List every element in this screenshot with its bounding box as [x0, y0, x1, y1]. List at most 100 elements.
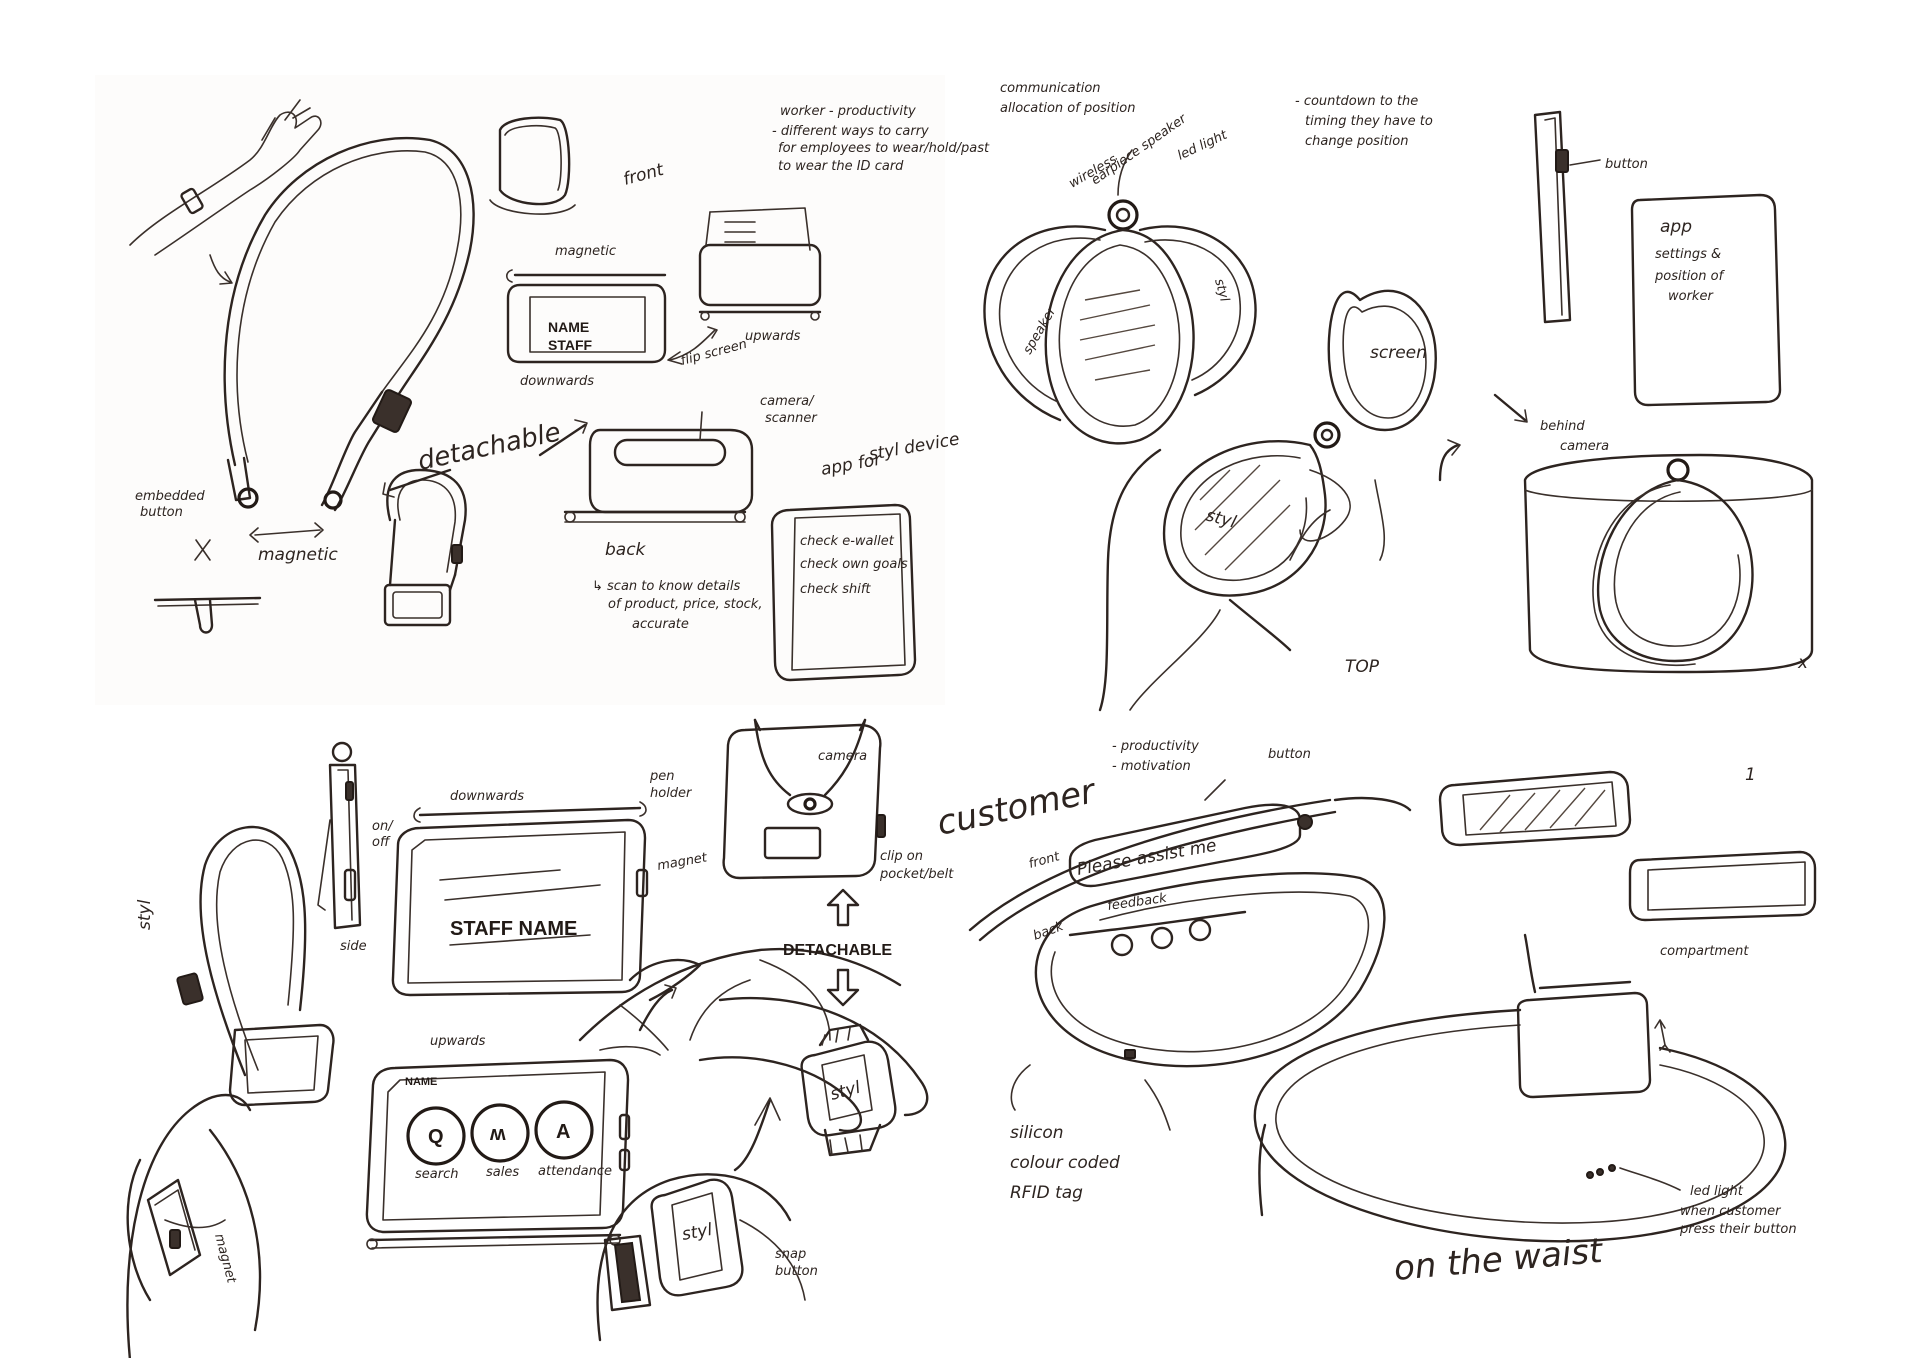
wrist-hand-sketch	[129, 99, 322, 285]
mark-one: 1	[1745, 765, 1756, 785]
badge-staff-name: STAFF NAME	[450, 918, 577, 940]
note-scan-1: ↳ scan to know details	[592, 579, 740, 594]
note-scan-3: accurate	[632, 617, 689, 632]
clip-device-camera-sketch	[722, 718, 886, 880]
note-scan-2: of product, price, stock,	[608, 597, 762, 612]
magnetic-clip-sketch	[153, 522, 324, 634]
label-attendance: attendance	[538, 1164, 612, 1179]
app-check-goals: check own goals	[800, 557, 908, 572]
label-magnetic-top: magnetic	[555, 244, 616, 259]
label-detachable-bl: DETACHABLE	[783, 942, 892, 959]
app-check-ewallet: check e-wallet	[800, 534, 895, 549]
app-check-shift: check shift	[800, 582, 871, 597]
label-styl-wrist: styl	[680, 1220, 714, 1245]
label-embedded-2: button	[140, 505, 183, 520]
glyph-attendance: A	[556, 1121, 570, 1143]
label-side: side	[340, 939, 367, 954]
label-top: TOP	[1345, 657, 1380, 677]
label-search: search	[415, 1167, 458, 1182]
label-embedded-1: embedded	[135, 489, 205, 504]
note-silicon: silicon	[1010, 1123, 1064, 1143]
note-carry-1: - different ways to carry	[772, 124, 929, 139]
label-on-off-2: off	[372, 835, 391, 850]
label-led-light: led light	[1175, 127, 1230, 163]
badge-staff-text: STAFF	[548, 337, 593, 353]
styl-teardrop-sketch	[983, 149, 1257, 445]
label-flip-screen: flip screen	[679, 337, 748, 369]
label-sales: sales	[486, 1165, 519, 1180]
small-badge-pouch-sketch	[382, 419, 588, 627]
label-compartment: compartment	[1660, 944, 1749, 959]
note-carry-3: to wear the ID card	[778, 159, 904, 174]
label-styl-side: styl	[1211, 277, 1232, 304]
note-allocation: allocation of position	[1000, 101, 1135, 116]
label-styl-strap: styl	[135, 899, 155, 930]
label-button-br: button	[1268, 747, 1311, 762]
label-front: front	[621, 160, 667, 190]
label-back-br: back	[1031, 919, 1066, 944]
label-holder: holder	[650, 786, 693, 801]
badge-name-text: NAME	[548, 319, 589, 335]
app-card-line-4: worker	[1668, 289, 1714, 304]
note-countdown-3: change position	[1305, 134, 1408, 149]
flip-screen-device-sketch	[505, 207, 822, 365]
label-snap: snap	[775, 1247, 806, 1262]
pen-side-view-sketch	[317, 741, 362, 930]
detachable-arrows-sketch	[826, 888, 860, 1007]
label-press-button: press their button	[1679, 1222, 1797, 1237]
label-styl-device: styl device	[867, 429, 961, 465]
back-device-sketch	[563, 411, 754, 523]
label-behind: behind	[1540, 419, 1585, 434]
mark-x: x	[1797, 653, 1809, 673]
hand-holding-styl-sketch	[1098, 289, 1528, 712]
front-device-sketch	[489, 116, 576, 215]
label-behind-camera: camera	[1560, 439, 1609, 454]
label-on-the-waist: on the waist	[1392, 1231, 1605, 1289]
label-customer: customer	[934, 771, 1101, 844]
label-styl-watch: styl	[828, 1078, 863, 1105]
note-colour-coded: colour coded	[1010, 1153, 1120, 1173]
note-countdown-1: - countdown to the	[1295, 94, 1418, 109]
glyph-search: Q	[428, 1126, 444, 1148]
label-upwards: upwards	[745, 329, 801, 344]
label-pen: pen	[649, 769, 675, 784]
app-card-line-3: position of	[1654, 269, 1726, 284]
label-on-off-1: on/	[372, 819, 394, 834]
label-downwards: downwards	[520, 374, 594, 389]
label-camera-scanner-1: camera/	[760, 394, 815, 409]
watch-arm-sketch	[698, 996, 929, 1157]
behind-camera-sketch	[1523, 453, 1814, 674]
label-led-light-br: led light	[1690, 1184, 1744, 1199]
styl-lanyard-neck-sketch	[126, 825, 335, 1358]
menu-badge-name: NAME	[405, 1076, 437, 1088]
note-worker-productivity: worker - productivity	[780, 104, 916, 119]
label-screen: screen	[1370, 343, 1427, 363]
label-speaker: speaker	[1020, 303, 1060, 357]
app-card-sketch	[1630, 193, 1782, 407]
label-snap-button: button	[775, 1264, 818, 1279]
label-clip-on: clip on	[880, 849, 923, 864]
label-feedback: feedback	[1106, 891, 1168, 914]
label-button: button	[1605, 157, 1648, 172]
customer-wristband-sketch	[968, 779, 1412, 1131]
label-camera-bl: camera	[818, 749, 867, 764]
waist-belt-sketch	[1253, 770, 1817, 1243]
glyph-sales: ʍ	[489, 1123, 506, 1145]
staff-name-badge-sketch	[391, 801, 649, 997]
lanyard-sketch	[223, 136, 475, 512]
label-magnetic-bottom: magnetic	[258, 545, 338, 565]
note-productivity: - productivity	[1112, 739, 1199, 754]
label-camera-scanner-2: scanner	[765, 411, 818, 426]
band-please-assist: Please assist me	[1075, 836, 1218, 880]
app-card-title: app	[1660, 217, 1692, 237]
label-when-customer: when customer	[1680, 1204, 1782, 1219]
app-card-line-2: settings &	[1655, 247, 1721, 262]
label-styl-center: styl	[1204, 506, 1239, 533]
label-upwards-bl: upwards	[430, 1034, 486, 1049]
label-back: back	[605, 540, 647, 560]
note-rfid-tag: RFID tag	[1010, 1183, 1083, 1203]
label-downwards-bl: downwards	[450, 789, 524, 804]
label-magnet-top: magnet	[656, 850, 709, 874]
